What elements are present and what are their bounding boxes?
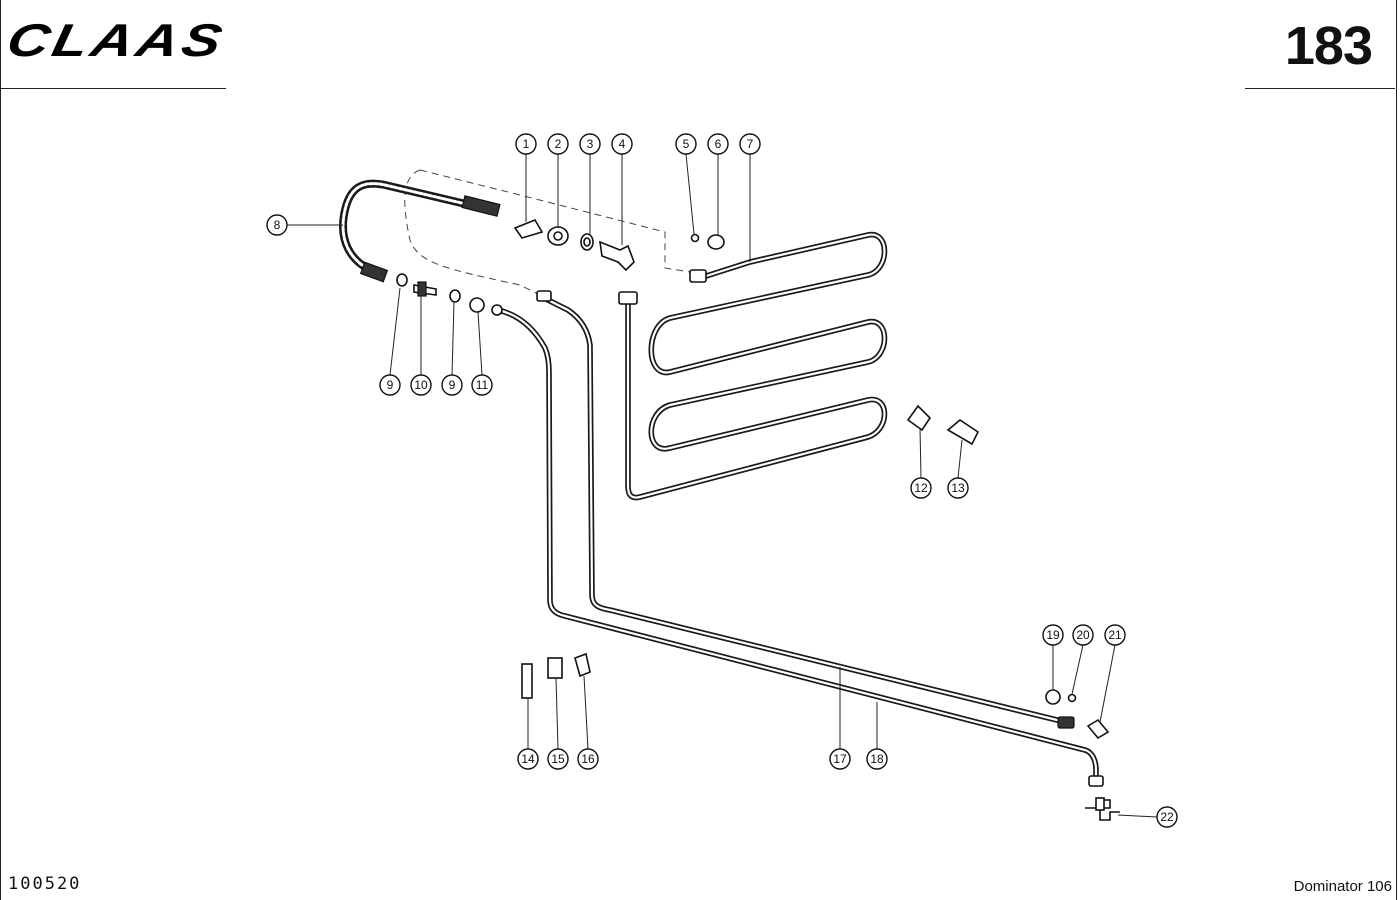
assembly-guide-line [404,169,691,296]
callout-13: 13 [947,477,969,499]
drawing-number: 100520 [8,874,82,894]
callout-label: 8 [274,218,281,232]
frame-left-border [0,0,1,900]
callout-20: 20 [1072,624,1094,646]
callout-label: 17 [833,752,847,766]
callout-label: 19 [1046,628,1060,642]
callout-6: 6 [707,133,729,155]
callout-1: 1 [515,133,537,155]
clamp-12 [906,404,932,432]
callout-label: 13 [951,481,965,495]
callout-label: 22 [1160,810,1174,824]
callout-label: 16 [581,752,595,766]
clamp-plate-14 [521,663,533,699]
clamp-13 [946,419,980,446]
header-rule-left [0,88,226,89]
callout-3: 3 [579,133,601,155]
callout-2: 2 [547,133,569,155]
callout-15: 15 [547,748,569,770]
nut-19 [1045,689,1061,705]
callout-label: 15 [551,752,565,766]
callout-10: 10 [410,374,432,396]
callout-label: 10 [414,378,428,392]
model-name: Dominator 106 [1293,878,1392,895]
clamp-block-15 [547,657,563,679]
clamp-16 [574,652,591,678]
callout-22: 22 [1156,806,1178,828]
callout-9a: 9 [379,374,401,396]
callout-5: 5 [675,133,697,155]
banjo-bolt-10 [413,281,437,297]
tee-fitting-22 [1085,797,1120,821]
oil-line-pipe-18 [491,304,1104,787]
callout-7: 7 [739,133,761,155]
nut-11 [469,297,485,313]
callout-19: 19 [1042,624,1064,646]
callout-label: 3 [587,137,594,151]
callout-label: 12 [914,481,928,495]
callout-label: 9 [449,378,456,392]
washer-9b [449,289,461,303]
header-rule-right [1245,88,1395,89]
callout-11: 11 [471,374,493,396]
callout-label: 2 [555,137,562,151]
oil-line-pipe-17 [536,290,1075,729]
seal-ring-3 [580,233,594,251]
elbow-fitting-4 [599,240,635,272]
callout-18: 18 [866,748,888,770]
callout-label: 5 [683,137,690,151]
callout-label: 9 [387,378,394,392]
cooling-coil-pipe [618,231,888,501]
callout-17: 17 [829,748,851,770]
callout-12: 12 [910,477,932,499]
fitting-1 [513,219,544,239]
callout-label: 20 [1076,628,1090,642]
washer-9a [396,273,408,287]
callout-14: 14 [517,748,539,770]
hydraulic-hose [339,179,501,283]
callout-label: 7 [747,137,754,151]
frame-right-border [1396,0,1397,900]
callout-label: 6 [715,137,722,151]
fitting-21 [1086,718,1110,740]
callout-4: 4 [611,133,633,155]
callout-leaders [287,153,1158,818]
callout-16: 16 [577,748,599,770]
nut-6 [707,234,725,250]
callout-label: 4 [619,137,626,151]
callout-8: 8 [266,214,288,236]
nut-2 [547,226,569,246]
callout-label: 14 [521,752,535,766]
washer-20 [1067,693,1077,703]
page-number: 183 [1284,16,1373,76]
callout-label: 11 [476,378,489,392]
callout-9b: 9 [441,374,463,396]
washer-5 [690,233,700,243]
callout-21: 21 [1104,624,1126,646]
callout-label: 18 [870,752,884,766]
callout-label: 21 [1108,628,1122,642]
callout-label: 1 [523,137,530,151]
